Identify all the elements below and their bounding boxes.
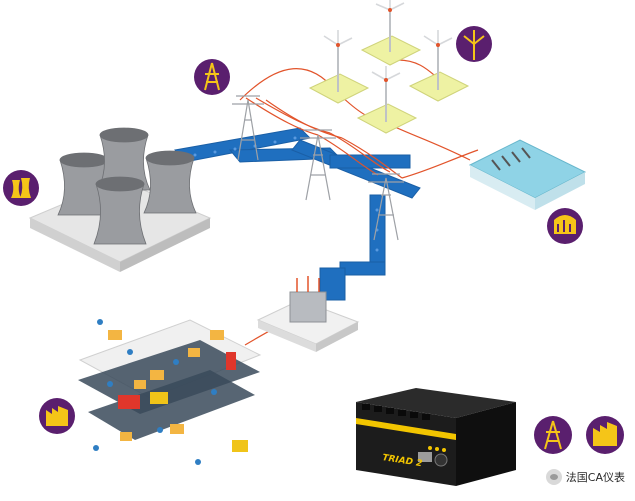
transmission-pylons xyxy=(232,95,404,241)
power-grid-conveyor xyxy=(174,127,421,301)
power-lines xyxy=(239,59,479,346)
factory-icon xyxy=(586,416,624,454)
hydro-dam xyxy=(468,139,587,210)
factory-assembly-lines xyxy=(78,319,262,465)
watermark-text: 法国CA仪表 xyxy=(565,471,625,484)
cooling-tower-icon xyxy=(3,170,39,206)
nuclear-cooling-towers xyxy=(28,127,212,272)
wind-turbine-icon xyxy=(456,26,492,62)
conveyor-rivets xyxy=(193,136,379,252)
wind-farm xyxy=(308,0,470,134)
power-pylon-icon xyxy=(534,416,572,454)
watermark: 法国CA仪表 xyxy=(545,469,625,485)
power-pylon-icon xyxy=(194,59,230,95)
substation xyxy=(256,276,360,352)
factory-icon xyxy=(39,398,75,434)
triad2-device: TRIAD 2 xyxy=(356,388,516,486)
hydro-dam-icon xyxy=(547,208,583,244)
wechat-icon xyxy=(545,469,562,485)
